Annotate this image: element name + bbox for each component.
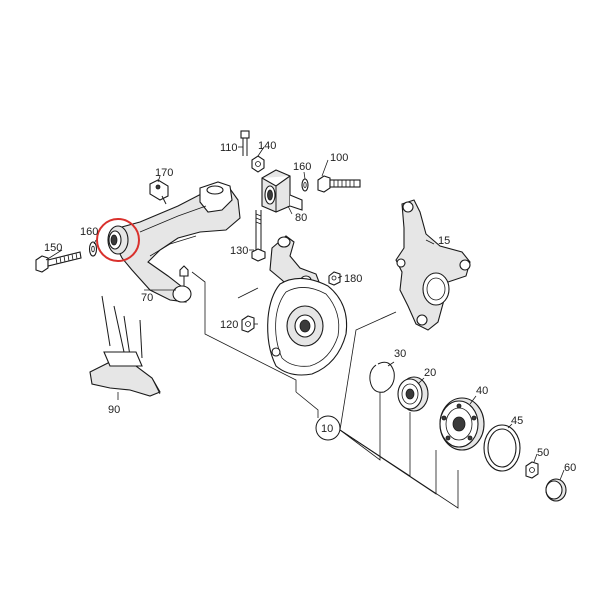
label-70: 70 [141,292,153,304]
label-10-circle [315,415,341,441]
label-130: 130 [230,245,248,257]
washer-160-left [88,241,98,257]
label-110: 110 [220,142,238,154]
label-50: 50 [537,447,549,459]
cap-60 [545,478,567,502]
label-160-top: 160 [293,161,311,173]
label-180: 180 [344,273,362,285]
brake-shield [267,277,348,376]
label-170: 170 [155,167,173,179]
nut-180 [328,271,341,286]
bolt-110 [240,130,250,156]
label-120: 120 [220,319,238,331]
control-arm-70 [115,181,241,303]
hub-40 [439,397,485,451]
front-bush [107,225,129,255]
nut-120 [241,315,255,333]
label-20: 20 [424,367,436,379]
label-15: 15 [438,235,450,247]
bolt-100 [317,175,361,193]
label-80: 80 [295,212,307,224]
label-10: 10 [321,423,333,435]
bolt-150 [35,251,82,273]
bracket-80 [261,169,303,213]
label-100: 100 [330,152,348,164]
snap-ring-30 [369,361,395,393]
label-160-left: 160 [80,226,98,238]
nut-50 [525,461,539,479]
bearing-20 [397,376,429,412]
label-40: 40 [476,385,488,397]
ring-45 [483,424,521,472]
fixture-90 [89,295,161,397]
label-30: 30 [394,348,406,360]
label-60: 60 [564,462,576,474]
bracket-170 [149,179,169,205]
label-150: 150 [44,242,62,254]
washer-160-top [301,178,309,192]
label-45: 45 [511,415,523,427]
label-140: 140 [258,140,276,152]
knuckle-15 [395,199,471,331]
highlight-circle [96,218,140,262]
label-90: 90 [108,404,120,416]
leader-lines [45,146,565,509]
nut-140 [251,155,265,173]
bolt-130 [251,210,266,262]
